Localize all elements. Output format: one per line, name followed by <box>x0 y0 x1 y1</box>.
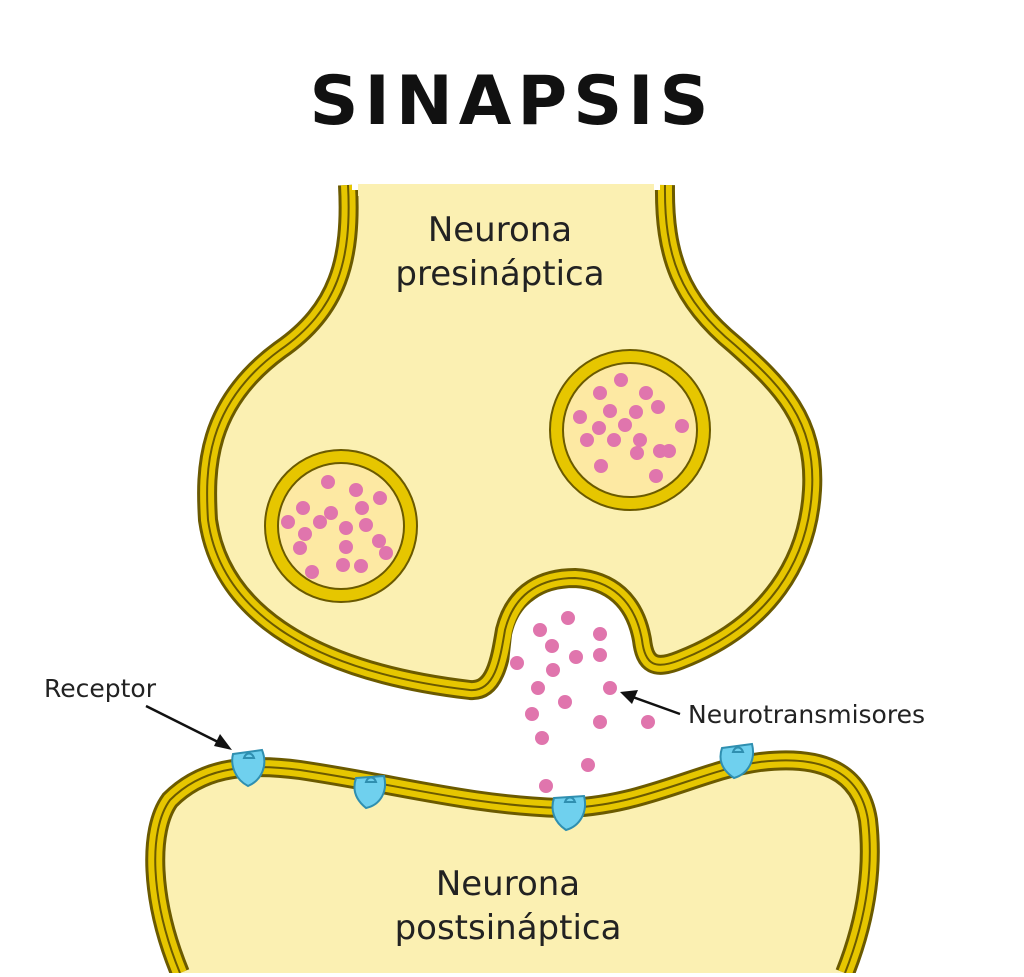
neurotransmitter-dot <box>581 758 595 772</box>
neurotransmitter-dot <box>639 386 653 400</box>
neurotransmitter-dot <box>531 681 545 695</box>
neurotransmitter-dot <box>573 410 587 424</box>
neurotransmitter-dot <box>593 627 607 641</box>
neurotransmitter-dot <box>614 373 628 387</box>
receptor-icon <box>353 774 386 810</box>
neurotransmitter-dot <box>630 446 644 460</box>
receptor-arrow <box>145 704 232 750</box>
neurotransmitter-dot <box>561 611 575 625</box>
neurotransmitter-dot <box>321 475 335 489</box>
neurotransmitter-dot <box>618 418 632 432</box>
neurotransmitter-dot <box>336 558 350 572</box>
presynaptic-label-line1: Neurona <box>427 210 573 250</box>
synaptic-vesicle-right <box>549 349 711 511</box>
neurotransmitter-arrow <box>620 690 681 716</box>
receptor-icon <box>231 748 266 788</box>
neurotransmitter-dot <box>633 433 647 447</box>
neurotransmitter-dot <box>296 501 310 515</box>
neurotransmitter-dot <box>558 695 572 709</box>
neurotransmitter-dot <box>569 650 583 664</box>
neurotransmitter-dot <box>354 559 368 573</box>
neurotransmitter-dot <box>593 715 607 729</box>
neurotransmitter-dot <box>649 469 663 483</box>
neurotransmitter-dot <box>539 779 553 793</box>
neurotransmitter-dot <box>533 623 547 637</box>
neurotransmitter-dot <box>593 386 607 400</box>
neurotransmitter-dot <box>662 444 676 458</box>
receptor-icon <box>719 742 754 780</box>
neurotransmitters <box>281 373 689 793</box>
postsynaptic-label: Neurona postsináptica <box>378 862 638 950</box>
neurotransmitter-dot <box>339 521 353 535</box>
neurotransmitter-dot <box>379 546 393 560</box>
neurotransmitter-dot <box>603 681 617 695</box>
neurotransmitter-dot <box>510 656 524 670</box>
neurotransmitter-label: Neurotransmisores <box>688 700 925 729</box>
neurotransmitter-dot <box>675 419 689 433</box>
neurotransmitter-dot <box>313 515 327 529</box>
neurotransmitter-dot <box>293 541 307 555</box>
neurotransmitter-dot <box>373 491 387 505</box>
neurotransmitter-dot <box>535 731 549 745</box>
neurotransmitter-dot <box>651 400 665 414</box>
presynaptic-label-line2: presináptica <box>395 254 605 294</box>
receptor-icon <box>551 794 586 832</box>
neurotransmitter-dot <box>349 483 363 497</box>
neurotransmitter-dot <box>281 515 295 529</box>
neurotransmitter-dot <box>592 421 606 435</box>
neurotransmitter-dot <box>607 433 621 447</box>
receptor-label: Receptor <box>44 674 156 703</box>
neurotransmitter-dot <box>355 501 369 515</box>
neurotransmitter-dot <box>594 459 608 473</box>
neurotransmitter-dot <box>580 433 594 447</box>
neurotransmitter-dot <box>339 540 353 554</box>
postsynaptic-label-line2: postsináptica <box>394 908 622 948</box>
neurotransmitter-dot <box>546 663 560 677</box>
neurotransmitter-dot <box>629 405 643 419</box>
postsynaptic-label-line1: Neurona <box>435 864 581 904</box>
presynaptic-label: Neurona presináptica <box>380 208 620 296</box>
neurotransmitter-dot <box>593 648 607 662</box>
neurotransmitter-dot <box>324 506 338 520</box>
page-title: SINAPSIS <box>309 62 715 141</box>
neurotransmitter-dot <box>305 565 319 579</box>
neurotransmitter-dot <box>545 639 559 653</box>
neurotransmitter-dot <box>603 404 617 418</box>
neurotransmitter-dot <box>359 518 373 532</box>
neurotransmitter-dot <box>298 527 312 541</box>
neurotransmitter-dot <box>372 534 386 548</box>
neurotransmitter-dot <box>641 715 655 729</box>
neurotransmitter-dot <box>525 707 539 721</box>
